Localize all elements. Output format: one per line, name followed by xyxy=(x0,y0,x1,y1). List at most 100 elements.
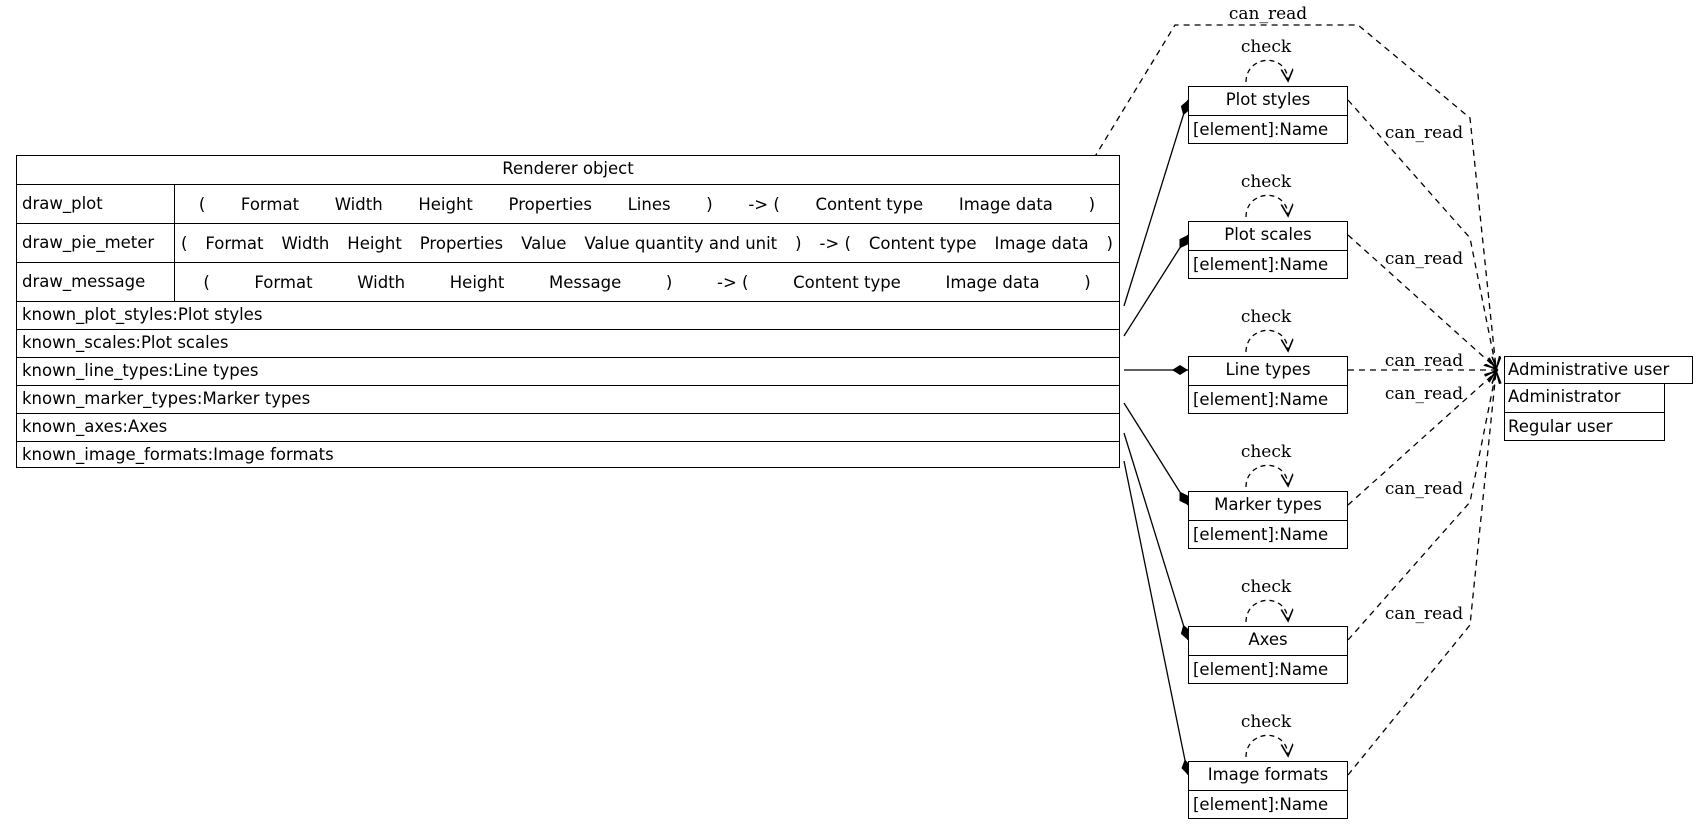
element-box-marker-types[interactable]: Marker types [element]:Name xyxy=(1188,491,1348,549)
can-read-marker-types xyxy=(1347,372,1496,506)
element-box-image-formats[interactable]: Image formats [element]:Name xyxy=(1188,761,1348,819)
sig-token: -> ( xyxy=(819,234,851,253)
sig-token: Image data xyxy=(958,195,1053,214)
sig-token: Message xyxy=(548,273,622,292)
sig-token: Image data xyxy=(945,273,1040,292)
element-box-plot-styles[interactable]: Plot styles [element]:Name xyxy=(1188,86,1348,144)
label-check-image-formats: check xyxy=(1241,712,1292,732)
sig-token: -> ( xyxy=(748,195,780,214)
element-box-plot-scales[interactable]: Plot scales [element]:Name xyxy=(1188,221,1348,279)
sig-token: Image data xyxy=(994,234,1089,253)
edge-marker-types xyxy=(1123,402,1189,506)
administrative-user-box[interactable]: Administrative user xyxy=(1504,356,1693,384)
sig-token: ) xyxy=(1106,234,1113,253)
check-loops xyxy=(1245,59,1288,757)
sig-token: ( xyxy=(198,195,206,214)
sig-token: ) xyxy=(795,234,802,253)
element-field: [element]:Name xyxy=(1189,250,1347,280)
method-name: draw_plot xyxy=(22,194,103,213)
sig-token: Properties xyxy=(508,195,592,214)
can-read-plot-scales xyxy=(1347,234,1496,368)
label-can-read-image-formats: can_read xyxy=(1385,604,1463,624)
element-field: [element]:Name xyxy=(1189,790,1347,820)
element-field: [element]:Name xyxy=(1189,655,1347,685)
sig-token: ) xyxy=(1088,195,1096,214)
edge-image-formats xyxy=(1123,460,1192,776)
sig-token: Format xyxy=(240,195,300,214)
renderer-title: Renderer object xyxy=(502,159,634,178)
field-known-line-types: known_line_types:Line types xyxy=(17,357,1119,385)
check-loop-line-types xyxy=(1245,329,1288,352)
element-title: Plot styles xyxy=(1225,90,1311,109)
sig-token: Height xyxy=(347,234,402,253)
method-row-draw-plot: draw_plot ( Format Width Height Properti… xyxy=(17,184,1119,223)
method-signature: ( Format Width Height Properties Lines )… xyxy=(174,185,1119,223)
sig-token: Content type xyxy=(815,195,924,214)
element-title: Marker types xyxy=(1214,495,1322,514)
user-roles-box[interactable]: Administrator Regular user xyxy=(1504,383,1665,441)
element-title: Line types xyxy=(1225,360,1311,379)
element-box-axes[interactable]: Axes [element]:Name xyxy=(1188,626,1348,684)
sig-token: Format xyxy=(254,273,313,292)
sig-token: Height xyxy=(418,195,473,214)
sig-token: Value quantity and unit xyxy=(584,234,778,253)
field-known-marker-types: known_marker_types:Marker types xyxy=(17,385,1119,413)
can-read-edges xyxy=(1087,24,1496,776)
label-can-read-plot-styles: can_read xyxy=(1385,123,1463,143)
composition-edges xyxy=(1123,99,1192,776)
element-title: Image formats xyxy=(1207,765,1329,784)
method-signature: ( Format Width Height Message ) -> ( Con… xyxy=(174,263,1119,301)
sig-token: ) xyxy=(706,195,713,214)
method-row-draw-message: draw_message ( Format Width Height Messa… xyxy=(17,262,1119,301)
label-check-plot-scales: check xyxy=(1241,172,1292,192)
method-signature: ( Format Width Height Properties Value V… xyxy=(174,224,1119,262)
label-can-read-renderer: can_read xyxy=(1229,4,1307,24)
sig-token: Format xyxy=(205,234,264,253)
edge-axes xyxy=(1123,432,1191,641)
can-read-axes xyxy=(1347,372,1496,641)
sig-token: Content type xyxy=(868,234,977,253)
sig-token: Width xyxy=(334,195,383,214)
field-known-axes: known_axes:Axes xyxy=(17,413,1119,441)
sig-token: Width xyxy=(281,234,330,253)
element-field: [element]:Name xyxy=(1189,115,1347,145)
renderer-object-box[interactable]: Renderer object draw_plot ( Format Width… xyxy=(16,155,1120,468)
edge-labels: check check check check check check can_… xyxy=(1229,4,1463,732)
sig-token: Content type xyxy=(793,273,901,292)
field-known-plot-styles: known_plot_styles:Plot styles xyxy=(17,301,1119,329)
can-read-image-formats xyxy=(1347,372,1496,776)
label-can-read-marker-types: can_read xyxy=(1385,384,1463,404)
check-loop-plot-styles xyxy=(1245,59,1288,82)
element-box-line-types[interactable]: Line types [element]:Name xyxy=(1188,356,1348,414)
label-can-read-plot-scales: can_read xyxy=(1385,249,1463,269)
can-read-renderer xyxy=(1087,24,1496,368)
sig-token: ( xyxy=(181,234,188,253)
sig-token: ) xyxy=(1084,273,1091,292)
sig-token: -> ( xyxy=(717,273,749,292)
method-row-draw-pie-meter: draw_pie_meter ( Format Width Height Pro… xyxy=(17,223,1119,262)
element-title: Plot scales xyxy=(1224,225,1312,244)
label-can-read-line-types: can_read xyxy=(1385,351,1463,371)
method-name: draw_pie_meter xyxy=(22,233,155,252)
element-field: [element]:Name xyxy=(1189,520,1347,550)
check-loop-image-formats xyxy=(1245,734,1288,757)
check-loop-plot-scales xyxy=(1245,194,1288,217)
method-name: draw_message xyxy=(22,272,146,291)
sig-token: Height xyxy=(449,273,505,292)
sig-token: Value xyxy=(521,234,567,253)
element-title: Axes xyxy=(1248,630,1288,649)
sig-token: Width xyxy=(357,273,406,292)
edge-plot-scales xyxy=(1123,234,1189,337)
sig-token: Properties xyxy=(419,234,504,253)
label-check-plot-styles: check xyxy=(1241,37,1292,57)
label-check-axes: check xyxy=(1241,577,1292,597)
label-check-marker-types: check xyxy=(1241,442,1292,462)
element-field: [element]:Name xyxy=(1189,385,1347,415)
role-administrator: Administrator xyxy=(1508,387,1621,406)
field-known-image-formats: known_image_formats:Image formats xyxy=(17,441,1119,469)
label-check-line-types: check xyxy=(1241,307,1292,327)
edge-plot-styles xyxy=(1123,99,1191,307)
check-loop-axes xyxy=(1245,599,1288,622)
label-can-read-axes: can_read xyxy=(1385,479,1463,499)
